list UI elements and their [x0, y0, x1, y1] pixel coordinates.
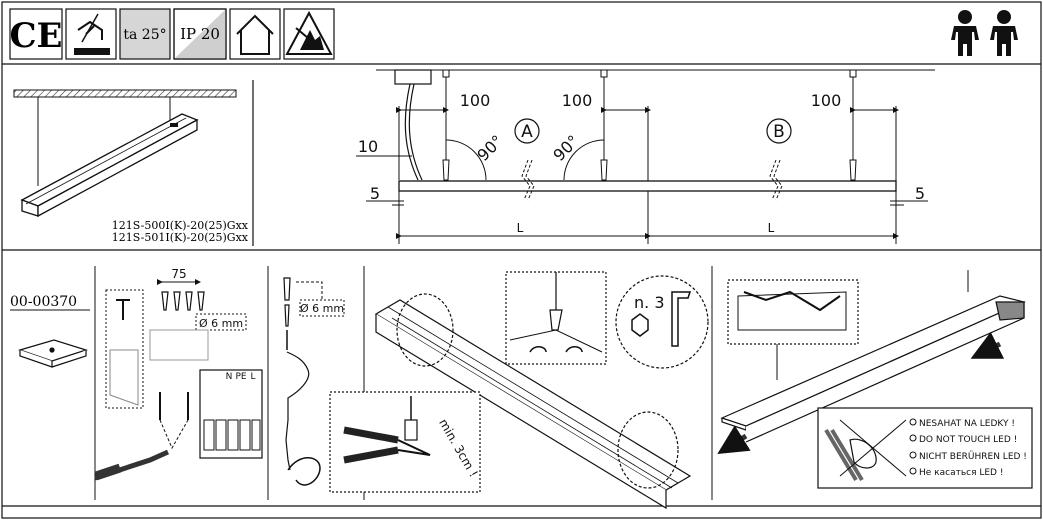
svg-text:IP 20: IP 20 [180, 25, 220, 43]
article-code: 00-00370 [10, 294, 77, 310]
model-number-line-1: 121S-500I(K)-20(25)Gxx [112, 219, 249, 232]
symbol-row: CE ta 25° IP 20 [9, 8, 1018, 60]
dim-5-left: 5 [370, 184, 380, 203]
assembly-panel [329, 266, 713, 510]
canopy-box-panel: 00-00370 [10, 266, 96, 500]
esd-warning-symbol [283, 8, 335, 60]
dim-100-a: 100 [460, 91, 491, 110]
drill-size-label-2: Ø 6 mm [300, 302, 344, 315]
ambient-temperature-badge: ta 25° [119, 8, 171, 60]
terminal-pe: PE [235, 372, 246, 382]
canopy-box-drawing [18, 339, 88, 368]
terminal-l: L [250, 372, 255, 382]
dimension-drawing [356, 69, 935, 244]
ce-mark: CE [9, 8, 63, 60]
direct-mount-symbol [65, 8, 117, 60]
svg-text:NESAHAT NA LEDKY !: NESAHAT NA LEDKY ! [919, 419, 1015, 429]
drill-size-label-1: Ø 6 mm [199, 317, 243, 330]
mounting-labels: 75 Ø 6 mm N PE L [171, 267, 255, 382]
dim-10: 10 [358, 137, 378, 156]
hole-spacing-label: 75 [171, 267, 186, 281]
warning-item-ru: Не касаться LED ! [909, 467, 1003, 478]
angle-90-right: 90° [549, 131, 582, 164]
svg-text:ta 25°: ta 25° [123, 27, 166, 43]
length-label-1: L [517, 221, 524, 235]
anchor-panel [283, 266, 365, 500]
two-children-icon [951, 10, 1018, 56]
dim-100-c: 100 [811, 91, 842, 110]
length-label-2: L [768, 221, 775, 235]
anchor-labels: Ø 6 mm [300, 302, 344, 315]
svg-text:CE: CE [10, 16, 63, 56]
hex-key-label: n. 3 [634, 293, 665, 312]
section-b-label: B [773, 122, 785, 142]
ip-rating-badge: IP 20 [173, 8, 227, 60]
luminaire-overview: 121S-500I(K)-20(25)Gxx 121S-501I(K)-20(2… [13, 89, 249, 244]
svg-text:NICHT BERÜHREN LED !: NICHT BERÜHREN LED ! [919, 451, 1027, 462]
angle-90-left: 90° [473, 131, 506, 164]
led-insertion-panel [717, 270, 1033, 489]
svg-text:DO NOT TOUCH LED !: DO NOT TOUCH LED ! [919, 435, 1017, 445]
warning-item-de: NICHT BERÜHREN LED ! [909, 451, 1027, 462]
terminal-n: N [226, 372, 233, 382]
indoor-use-symbol [229, 8, 281, 60]
dim-5-right: 5 [915, 184, 925, 203]
dim-100-b: 100 [562, 91, 593, 110]
warning-list: NESAHAT NA LEDKY ! DO NOT TOUCH LED ! NI… [909, 418, 1027, 478]
section-a-label: A [521, 122, 533, 142]
model-number-line-2: 121S-501I(K)-20(25)Gxx [112, 231, 249, 244]
mounting-panel [94, 266, 269, 500]
warning-item-cz: NESAHAT NA LEDKY ! [909, 418, 1015, 429]
warning-item-en: DO NOT TOUCH LED ! [909, 434, 1017, 445]
svg-text:Не касаться LED !: Не касаться LED ! [919, 468, 1003, 478]
